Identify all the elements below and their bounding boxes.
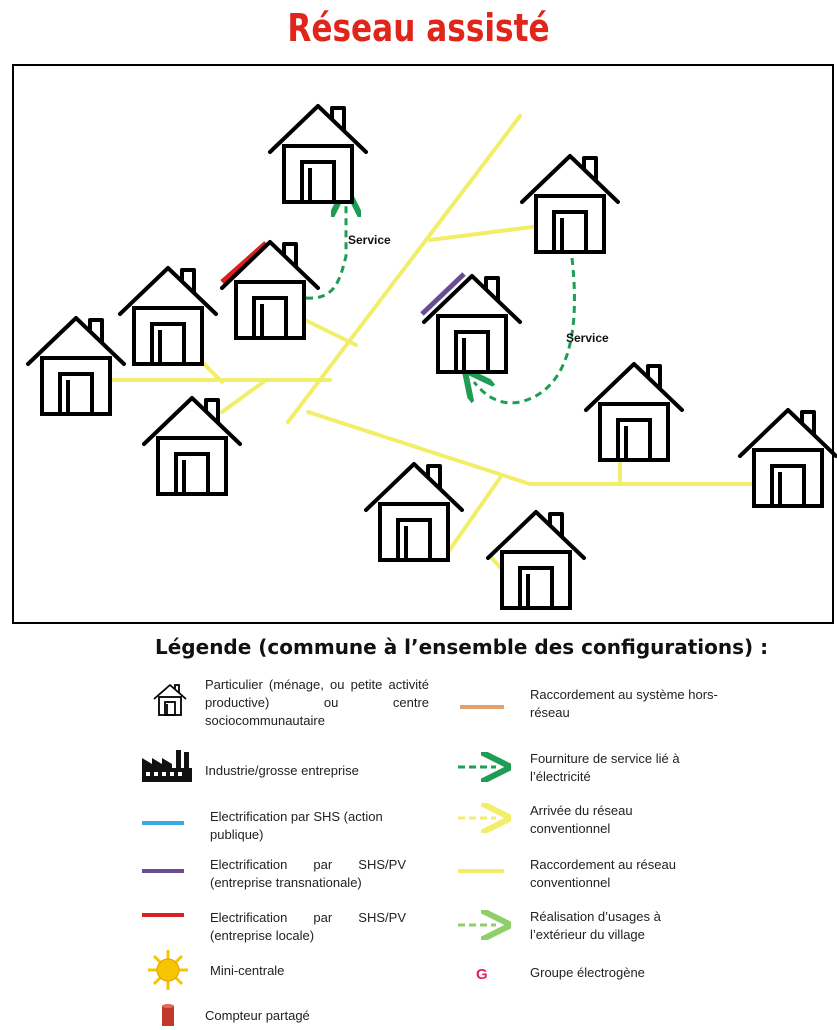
house-icon [118, 266, 218, 366]
house-icon [26, 316, 126, 416]
house-icon [584, 362, 684, 462]
sun-icon [148, 950, 188, 990]
service-arrow-2 [474, 257, 576, 405]
house-icon [364, 462, 464, 562]
house-icon [520, 154, 620, 254]
legend-mini-central-text: Mini-centrale [210, 963, 285, 978]
house-icon [422, 274, 522, 374]
branch-to-left-house-b [220, 378, 268, 414]
legend-house-text: Particulier (ménage, ou petite activité … [205, 677, 429, 728]
page-title: Réseau assisté [287, 6, 550, 50]
legend-house-icon [153, 684, 187, 716]
branch-to-center-house [303, 318, 358, 347]
legend-grid-connection-text: Raccordement au réseau conventionnel [530, 857, 676, 890]
service-label: Service [566, 331, 609, 345]
main-trunk [286, 114, 522, 424]
legend-grid-arrival-text: Arrivée du réseau conventionnel [530, 803, 633, 836]
factory-icon [142, 750, 192, 782]
legend-shs-public-text: Electrification par SHS (action publique… [210, 809, 383, 842]
house-icon [738, 408, 837, 508]
shared-meter-icon [162, 1004, 174, 1026]
house-icon [486, 510, 586, 610]
house-icon [142, 396, 242, 496]
shs-local-bar [220, 241, 268, 284]
generator-icon: G [476, 966, 488, 983]
grid-lines [106, 114, 754, 578]
service-label: Service [348, 233, 391, 247]
branch-to-upper-right-house [428, 224, 542, 242]
house-icon [268, 104, 368, 204]
diagram-frame [12, 64, 834, 624]
branch-down [442, 476, 502, 560]
service-arrow-1 [305, 202, 346, 300]
shs-transnational-bar [420, 272, 466, 316]
legend-offgrid-text: Raccordement au système hors-réseau [530, 687, 718, 720]
legend-outside-usage-text: Réalisation d’usages à l’extérieur du vi… [530, 909, 661, 942]
legend-shared-meter-text: Compteur partagé [205, 1008, 310, 1023]
branch-lower-right [306, 410, 532, 486]
house-icon [220, 240, 320, 340]
legend-industry-text: Industrie/grosse entreprise [205, 763, 359, 778]
legend-shs-local-text: Electrification par SHS/PV (entreprise l… [210, 910, 406, 943]
legend-service-supply-text: Fourniture de service lié à l’électricit… [530, 751, 680, 784]
legend-generator-text: Groupe électrogène [530, 965, 645, 980]
legend-shs-transnational-text: Electrification par SHS/PV (entreprise t… [210, 857, 406, 890]
legend-title: Légende (commune à l’ensemble des config… [155, 635, 769, 659]
